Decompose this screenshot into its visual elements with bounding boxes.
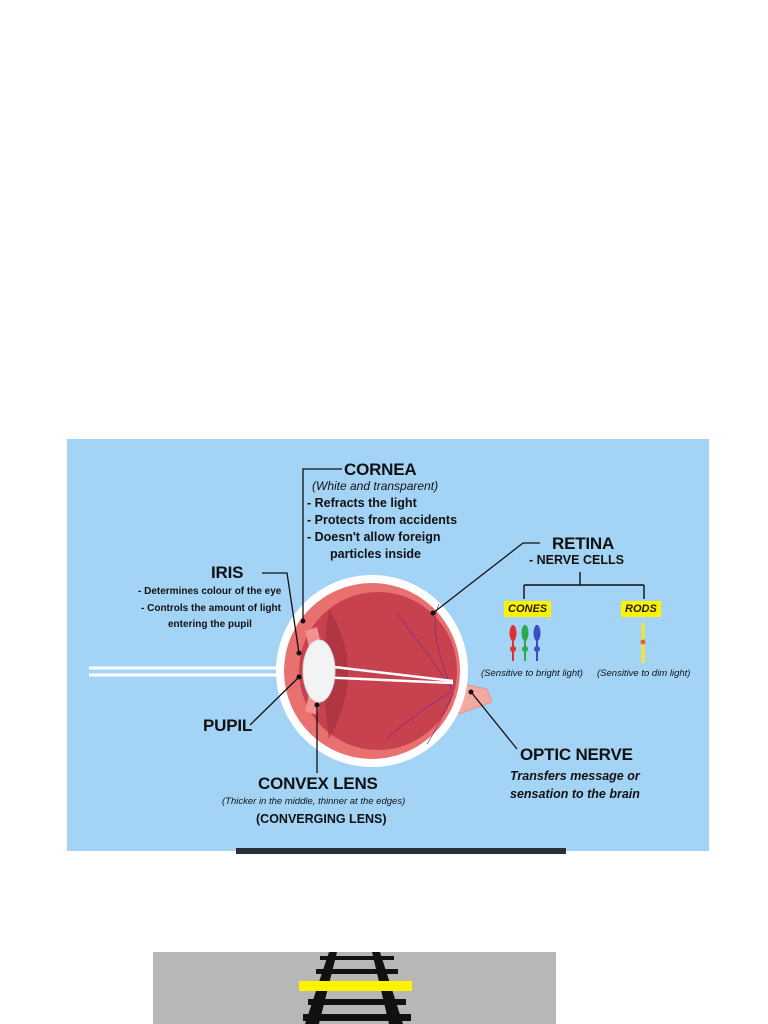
optic-nerve-desc: Transfers message or (510, 769, 640, 783)
cornea-point: particles inside (330, 547, 422, 561)
pupil-title: PUPIL (203, 716, 253, 735)
iris-title: IRIS (211, 563, 244, 582)
cornea-point: - Refracts the light (307, 496, 417, 510)
lens-title: CONVEX LENS (258, 774, 378, 793)
convex-lens-shape (302, 639, 336, 703)
cones-tag: CONES (504, 601, 552, 617)
video-caption-bar (236, 848, 566, 854)
inner-shadow (324, 609, 348, 739)
retina-bracket (523, 572, 645, 599)
rods-tag: RODS (621, 601, 661, 617)
optic-nerve-title: OPTIC NERVE (520, 745, 633, 764)
iris-point: - Controls the amount of light (141, 603, 281, 614)
cornea-subtitle: (White and transparent) (312, 479, 439, 493)
railway-track-image (153, 952, 556, 1024)
optic-nerve-desc: sensation to the brain (510, 787, 640, 801)
leader-dots (296, 610, 474, 708)
cone-cells (509, 625, 541, 661)
cornea-point: - Protects from accidents (307, 513, 458, 527)
leader-lines (249, 468, 540, 773)
eye-illustration (89, 468, 646, 773)
rod-cell (640, 623, 646, 663)
lens-alt-name: (CONVERGING LENS) (256, 812, 387, 826)
rods-note: (Sensitive to dim light) (597, 668, 691, 679)
railway-track-graphic (299, 952, 412, 1024)
cornea-title: CORNEA (344, 460, 417, 479)
iris-point: entering the pupil (168, 619, 252, 630)
iris-point: - Determines colour of the eye (138, 586, 282, 597)
lens-note: (Thicker in the middle, thinner at the e… (222, 796, 406, 807)
eye-diagram: CORNEA (White and transparent) - Refract… (67, 439, 709, 851)
cornea-point: - Doesn't allow foreign (307, 530, 441, 544)
retina-title: RETINA (552, 534, 615, 553)
retina-subtitle: - NERVE CELLS (529, 553, 624, 567)
refracted-rays (316, 663, 454, 685)
light-rays (89, 666, 307, 677)
cones-note: (Sensitive to bright light) (481, 668, 583, 679)
